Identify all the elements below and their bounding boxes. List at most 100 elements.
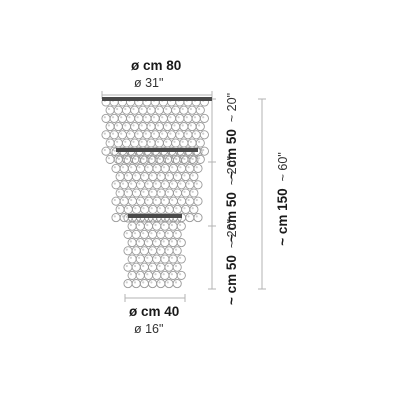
bead [158, 130, 168, 140]
bead-highlight [132, 140, 135, 143]
bead [195, 105, 205, 115]
bead-highlight [121, 182, 125, 185]
bead-highlight [107, 140, 110, 143]
bead [164, 204, 174, 214]
bead-highlight [181, 124, 184, 127]
tier-3-height-imperial: ~ 20" [225, 218, 239, 249]
bead [113, 138, 123, 148]
bead [164, 262, 174, 272]
bead-highlight [189, 140, 192, 143]
bead [175, 113, 185, 123]
bead-highlight [111, 132, 115, 135]
bead [139, 279, 149, 289]
bead-highlight [133, 281, 137, 284]
bead-highlight [140, 107, 143, 111]
total-height-metric: ~ cm 150 [275, 188, 290, 246]
bead-highlight [162, 166, 166, 169]
bead [105, 122, 115, 132]
bead [131, 172, 142, 182]
bead-highlight [165, 124, 168, 127]
bead-highlight [134, 157, 137, 161]
bead [123, 246, 133, 256]
bead-highlight [181, 107, 184, 111]
bead [168, 221, 178, 231]
bead [148, 229, 158, 239]
bead [156, 246, 166, 256]
bead [150, 113, 160, 123]
bead [152, 238, 162, 248]
bead-highlight [125, 215, 128, 218]
bead-highlight [140, 140, 143, 143]
bead-highlight [146, 223, 149, 227]
bead-highlight [161, 116, 164, 119]
bead-highlight [198, 157, 201, 160]
bead-highlight [174, 264, 178, 268]
bead [172, 246, 182, 256]
bead [140, 204, 150, 214]
bead-highlight [103, 132, 106, 135]
bead-highlight [146, 166, 149, 169]
total-height-imperial: ~ 60" [276, 152, 290, 182]
bead-highlight [171, 182, 174, 185]
bead [130, 122, 140, 132]
bead [123, 279, 133, 289]
bead-highlight [162, 223, 165, 227]
bead [176, 270, 186, 280]
bead-highlight [165, 140, 168, 143]
bead [177, 196, 187, 206]
bead [156, 279, 166, 289]
bead [152, 221, 162, 231]
bead-highlight [173, 140, 176, 143]
bead-highlight [183, 157, 186, 161]
bead-highlight [157, 140, 160, 143]
bead-highlight [103, 148, 106, 152]
bead [101, 113, 111, 123]
bead [175, 130, 185, 140]
bead [183, 130, 193, 140]
bead-highlight [170, 240, 173, 243]
bead [150, 130, 160, 140]
bead-highlight [202, 132, 205, 135]
bead [101, 146, 111, 156]
bead-highlight [171, 198, 174, 202]
bead-highlight [191, 157, 194, 161]
bead [105, 138, 115, 148]
bead [148, 279, 158, 289]
bead-highlight [166, 264, 169, 268]
bead-highlight [150, 157, 153, 161]
bead-highlight [162, 256, 165, 259]
bead [189, 172, 199, 182]
bead [171, 122, 181, 132]
bead [123, 204, 133, 214]
bead [144, 163, 154, 173]
bead [115, 204, 125, 214]
bead [187, 138, 197, 148]
bead-highlight [146, 256, 149, 259]
bead-highlight [167, 207, 170, 210]
bead [193, 180, 203, 190]
bead [162, 138, 173, 148]
tier-3-height-metric: ~ cm 50 [224, 255, 239, 306]
bead-highlight [162, 198, 166, 202]
bead-highlight [179, 182, 182, 185]
bead [152, 254, 162, 264]
bead [156, 188, 166, 198]
bead-highlight [187, 198, 190, 202]
bead [127, 163, 137, 173]
bead-highlight [128, 132, 131, 135]
bead-highlight [117, 207, 120, 210]
bead [172, 188, 183, 198]
bead-highlight [146, 273, 149, 276]
bead [172, 172, 183, 182]
bead [148, 262, 158, 272]
bead [131, 262, 141, 272]
bead [115, 172, 125, 182]
bead [168, 238, 178, 248]
bead-highlight [113, 215, 116, 218]
bead [183, 113, 193, 123]
bead [111, 213, 121, 223]
bead-highlight [191, 207, 194, 210]
bead-highlight [154, 240, 157, 243]
bead [138, 105, 148, 115]
